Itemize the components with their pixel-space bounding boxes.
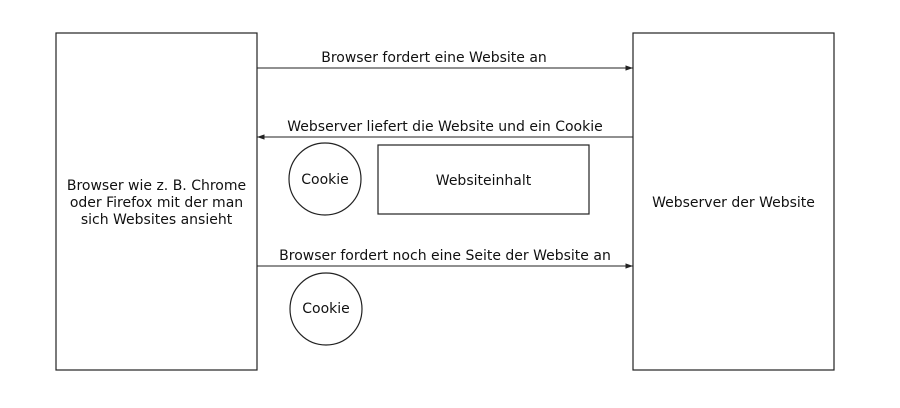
browser-label-line-2: oder Firefox mit der man bbox=[70, 195, 243, 211]
cookie-label-2: Cookie bbox=[302, 301, 350, 317]
edge-label-deliver-website-cookie: Webserver liefert die Website und ein Co… bbox=[287, 119, 602, 135]
webserver-label: Webserver der Website bbox=[652, 195, 815, 211]
website-content-label: Websiteinhalt bbox=[436, 173, 532, 189]
webserver-node: Webserver der Website bbox=[632, 32, 835, 371]
cookie-node-2: Cookie bbox=[289, 272, 363, 346]
edge-deliver-website-cookie: Webserver liefert die Website und ein Co… bbox=[257, 119, 633, 140]
website-content-box bbox=[377, 144, 590, 215]
edge-request-another-page: Browser fordert noch eine Seite der Webs… bbox=[257, 248, 633, 269]
webserver-box bbox=[632, 32, 835, 371]
edge-label-request-another-page: Browser fordert noch eine Seite der Webs… bbox=[279, 248, 611, 264]
edge-request-website: Browser fordert eine Website an bbox=[257, 50, 633, 71]
edge-label-request-website: Browser fordert eine Website an bbox=[321, 50, 547, 66]
browser-node: Browser wie z. B. Chrome oder Firefox mi… bbox=[55, 32, 258, 371]
browser-label-line-3: sich Websites ansieht bbox=[81, 212, 233, 228]
cookie-label-1: Cookie bbox=[301, 172, 349, 188]
browser-box bbox=[55, 32, 258, 371]
cookie-node-1: Cookie bbox=[288, 142, 362, 216]
cookie-circle-1 bbox=[288, 142, 362, 216]
website-content-node: Websiteinhalt bbox=[377, 144, 590, 215]
cookie-circle-2 bbox=[289, 272, 363, 346]
browser-label-line-1: Browser wie z. B. Chrome bbox=[67, 178, 246, 194]
